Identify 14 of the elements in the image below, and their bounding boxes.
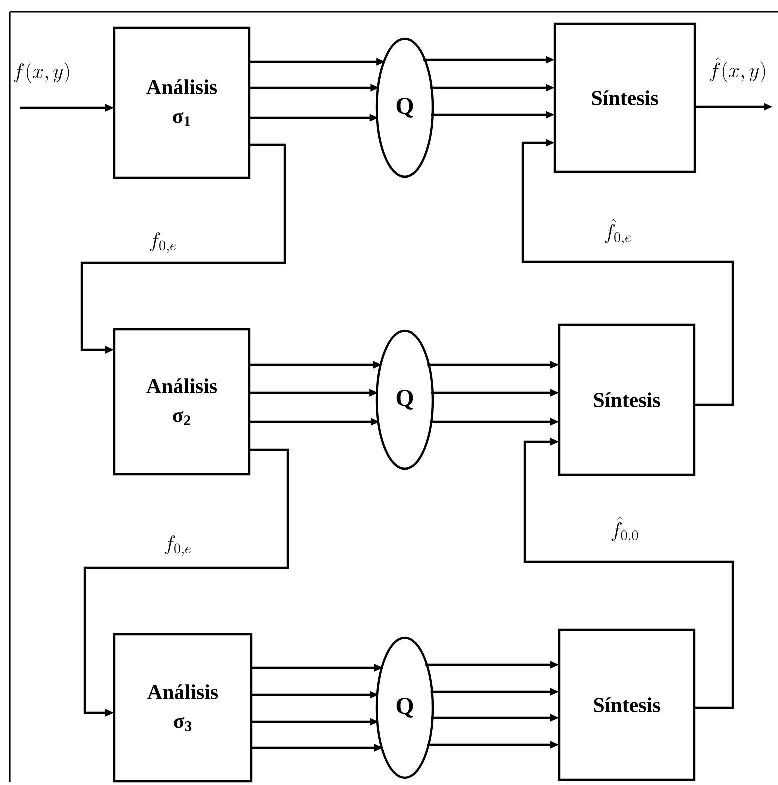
edge-label: $\hat{f}_{0,e}$ <box>603 218 633 246</box>
process-box: Síntesis <box>558 628 696 782</box>
edge-label: $\hat{f}_{0,0}$ <box>610 516 640 544</box>
arrow <box>522 139 734 406</box>
process-box: Análisis σ$_{3}$ <box>113 633 253 783</box>
edge-label: $f(x,y)$ <box>12 62 72 84</box>
edge-label: $\hat{f}(x,y)$ <box>708 56 768 84</box>
process-box: Síntesis <box>558 324 696 476</box>
arrow <box>524 438 734 710</box>
process-box: Análisis σ$_{1}$ <box>113 26 251 180</box>
edge-label: $f_{0,e}$ <box>163 534 193 558</box>
process-box: Análisis σ$_{2}$ <box>113 328 251 476</box>
edge-label: $f_{0,e}$ <box>148 232 178 254</box>
process-box: Síntesis <box>554 22 696 174</box>
